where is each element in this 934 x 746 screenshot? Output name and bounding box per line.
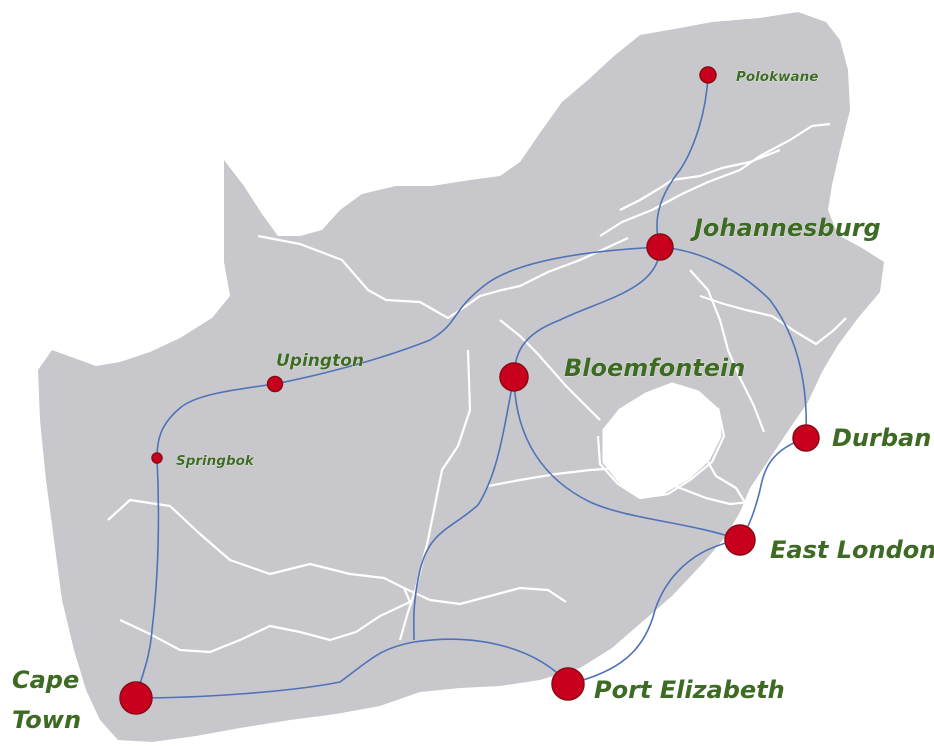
route-bloemfontein-eastlondon — [513, 376, 741, 541]
city-marker-polokwane[interactable] — [699, 66, 717, 84]
city-marker-springbok[interactable] — [151, 452, 163, 464]
city-marker-cape-town[interactable] — [119, 681, 153, 715]
route-durban-eastlondon — [739, 437, 807, 541]
city-marker-johannesburg[interactable] — [646, 233, 674, 261]
city-label-upington: Upington — [276, 351, 364, 371]
city-markers — [119, 66, 820, 715]
route-johannesburg-bloemfontein — [513, 246, 661, 378]
city-marker-east-london[interactable] — [724, 524, 756, 556]
country-landmass — [38, 12, 884, 742]
city-marker-durban[interactable] — [792, 424, 820, 452]
border-gauteng — [599, 122, 831, 237]
route-bloemfontein-portelizabeth-west — [412, 376, 515, 641]
border-freestate-kzn — [689, 269, 766, 433]
route-johannesburg-upington — [274, 246, 661, 385]
city-label-johannesburg: Johannesburg — [690, 214, 881, 242]
lesotho-enclave — [602, 382, 722, 498]
city-marker-upington[interactable] — [266, 375, 284, 393]
city-marker-bloemfontein[interactable] — [499, 362, 529, 392]
border-freestate-west — [499, 319, 601, 421]
route-johannesburg-durban — [659, 246, 808, 439]
routes — [135, 74, 808, 699]
border-northwest-freestate — [398, 349, 472, 641]
city-label-cape-town-line1: Cape — [12, 666, 79, 694]
city-labels: Polokwane Johannesburg Upington Bloemfon… — [12, 69, 934, 735]
route-polokwane-johannesburg — [656, 74, 709, 248]
border-eastern-cape-north — [487, 466, 751, 506]
border-northern-cape-east — [257, 234, 629, 320]
route-capetown-portelizabeth — [135, 638, 569, 699]
city-marker-port-elizabeth[interactable] — [551, 667, 585, 701]
city-label-polokwane: Polokwane — [736, 69, 818, 85]
city-label-bloemfontein: Bloemfontein — [564, 354, 745, 382]
border-lesotho-outline — [596, 407, 726, 500]
route-upington-springbok — [156, 383, 276, 459]
city-label-springbok: Springbok — [176, 453, 255, 469]
city-label-east-london: East London — [770, 536, 934, 564]
route-springbok-capetown — [135, 457, 160, 699]
border-eastern-cape-west — [403, 586, 567, 606]
city-label-durban: Durban — [832, 424, 931, 452]
route-eastlondon-portelizabeth — [567, 539, 741, 685]
border-mpumalanga-kzn — [699, 294, 847, 346]
provincial-borders — [107, 122, 847, 654]
border-western-cape-north — [107, 498, 412, 654]
border-limpopo-south — [619, 148, 781, 211]
border-kzn-east-cape — [707, 461, 759, 517]
city-label-port-elizabeth: Port Elizabeth — [594, 676, 785, 704]
city-label-cape-town-line2: Town — [12, 706, 81, 734]
